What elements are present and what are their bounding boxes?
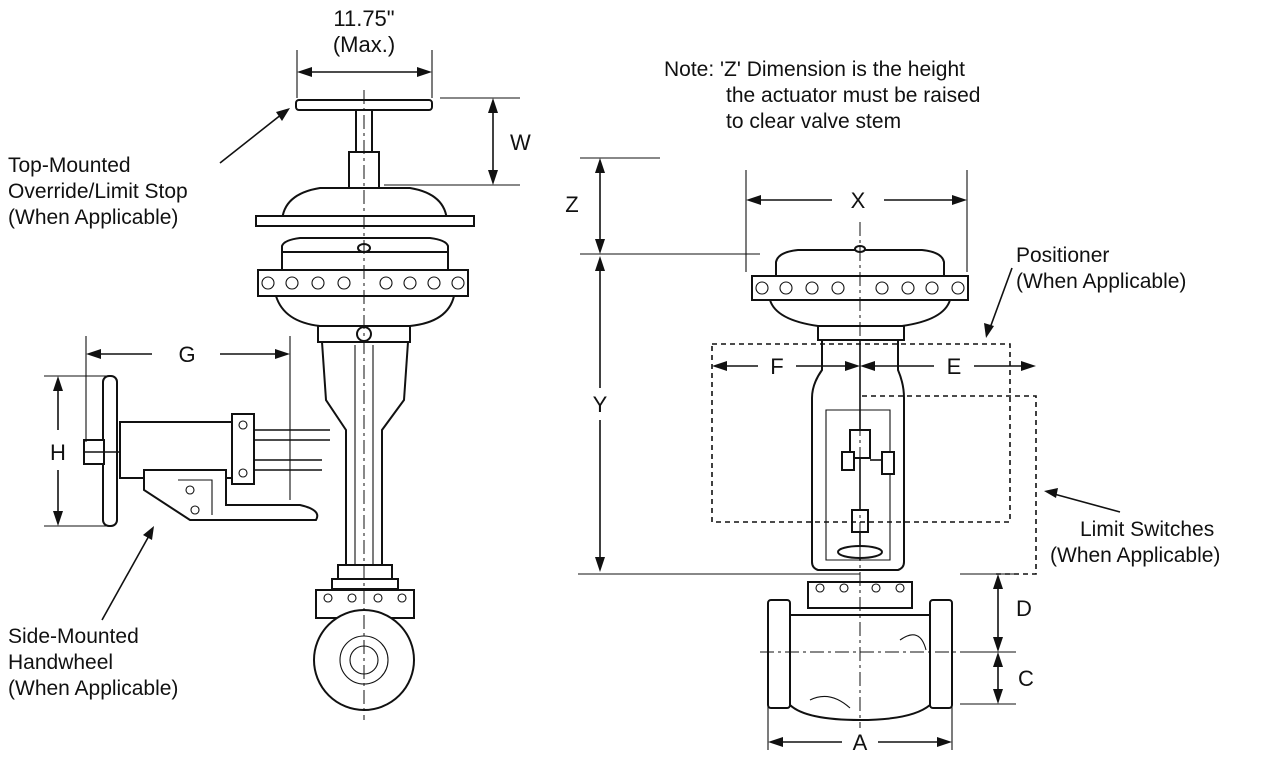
dim-top-width-note: (Max.) [333,32,395,57]
front-actuator-casing [775,249,945,277]
dim-F: F [770,354,783,379]
callout-positioner-line1: Positioner [1016,244,1109,267]
dim-W: W [510,130,531,155]
yoke [320,341,410,566]
override-flange [255,215,475,227]
dim-D: D [1016,596,1032,621]
dim-X: X [851,188,866,213]
note-line3: to clear valve stem [726,110,901,133]
dim-top-width: 11.75" [333,6,394,31]
callout-top-override: Top-Mounted Override/Limit Stop (When Ap… [8,154,188,229]
lower-diaphragm-casing [274,295,456,327]
note-line1: Note: 'Z' Dimension is the height [664,58,965,81]
front-flange-bolts [755,281,965,295]
callout-side-handwheel-line3: (When Applicable) [8,677,178,700]
callout-top-override-line3: (When Applicable) [8,206,178,229]
dim-Y: Y [593,392,608,417]
upper-diaphragm-casing [280,187,449,223]
callout-positioner-line2: (When Applicable) [1016,270,1186,293]
dim-G: G [178,342,195,367]
side-handwheel [102,375,118,527]
callout-limit-switches: Limit Switches (When Applicable) [1050,518,1220,567]
actuator-flange [257,269,469,297]
left-valve-view: 11.75" (Max.) W G H [44,6,531,720]
note-line2: the actuator must be raised [726,84,980,107]
inlet-flange [767,599,791,709]
dim-H: H [50,440,66,465]
callout-limit-switches-line1: Limit Switches [1080,518,1214,541]
dim-Z: Z [565,192,578,217]
callout-limit-switches-line2: (When Applicable) [1050,544,1220,567]
dim-A: A [853,730,868,753]
callout-top-override-line2: Override/Limit Stop [8,180,188,203]
right-valve-view: Z X Y F E D [565,157,1121,755]
dim-E: E [947,354,962,379]
callout-top-override-line1: Top-Mounted [8,154,131,177]
callout-side-handwheel: Side-Mounted Handwheel (When Applicable) [8,625,178,700]
positioner-outline [711,343,1011,523]
dim-C: C [1018,666,1034,691]
callout-positioner: Positioner (When Applicable) [1016,244,1186,293]
flange-bolts [261,276,465,290]
callout-side-handwheel-line1: Side-Mounted [8,625,139,648]
z-dimension-note: Note: 'Z' Dimension is the height the ac… [664,58,980,133]
callout-side-handwheel-line2: Handwheel [8,651,113,674]
mounting-bracket [143,469,319,521]
outlet-flange [929,599,953,709]
